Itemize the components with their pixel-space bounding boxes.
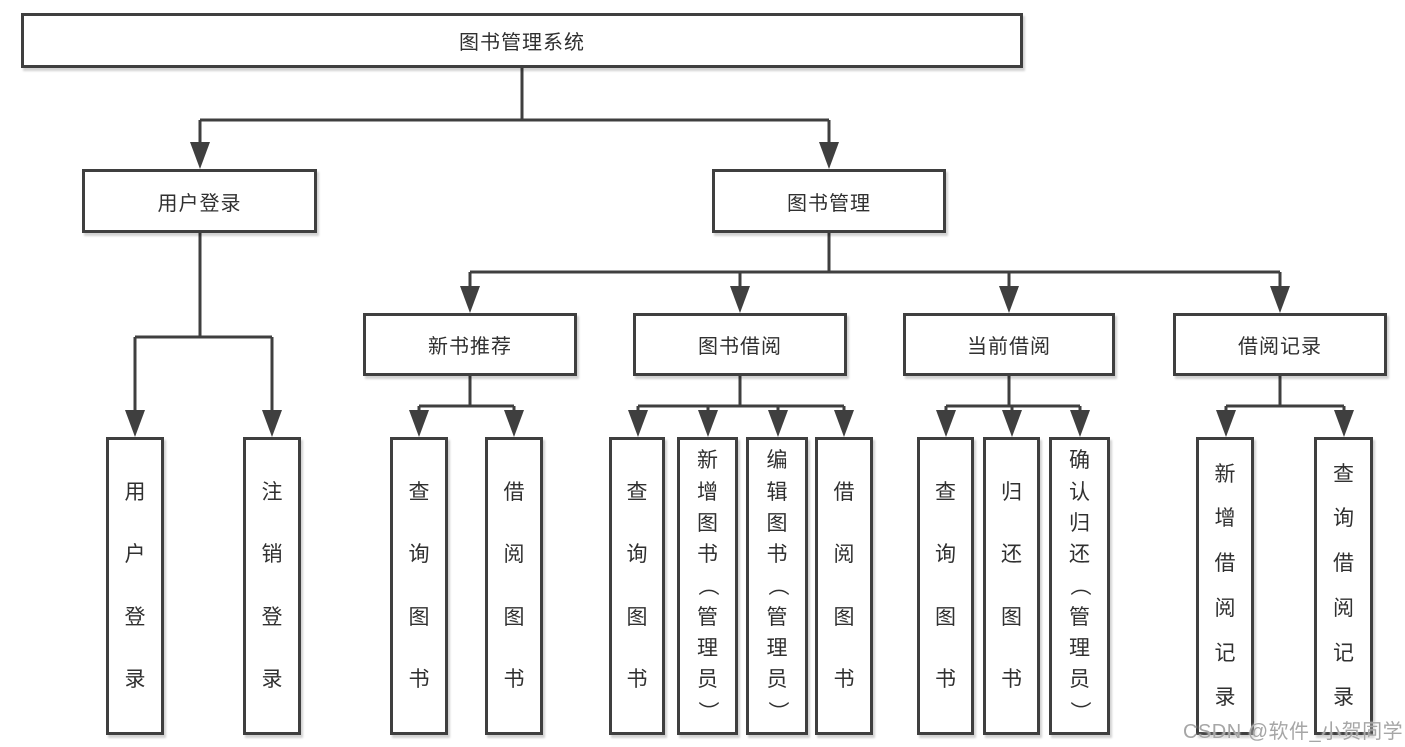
leaf-logout: 注销登录	[243, 437, 301, 735]
node-user-login-branch-label: 用户登录	[157, 192, 242, 215]
leaf-borrowing-query-books-label: 查询图书	[626, 480, 648, 692]
leaf-add-books-admin-label: 新增图书（管理员）	[696, 449, 719, 722]
node-new-book-recommend: 新书推荐	[363, 313, 577, 376]
leaf-edit-books-admin-label: 编辑图书（管理员）	[765, 449, 789, 722]
node-book-management-label: 图书管理	[787, 192, 871, 215]
leaf-current-query-books-label: 查询图书	[935, 480, 956, 692]
node-borrow-records-label: 借阅记录	[1238, 336, 1322, 358]
node-new-book-recommend-label: 新书推荐	[428, 336, 512, 358]
watermark: CSDN @软件_小贺同学	[1183, 721, 1404, 743]
leaf-edit-books-admin: 编辑图书（管理员）	[746, 437, 808, 735]
leaf-borrowing-borrow-books-label: 借阅图书	[833, 480, 855, 692]
leaf-user-login-label: 用户登录	[124, 480, 146, 692]
leaf-query-borrow-record-label: 查询借阅记录	[1333, 462, 1354, 710]
node-root: 图书管理系统	[21, 13, 1023, 68]
leaf-query-borrow-record: 查询借阅记录	[1314, 437, 1373, 735]
node-book-borrowing: 图书借阅	[633, 313, 847, 376]
node-root-label: 图书管理系统	[459, 32, 585, 54]
leaf-confirm-return-admin: 确认归还（管理员）	[1049, 437, 1110, 735]
leaf-user-login: 用户登录	[106, 437, 164, 735]
leaf-current-query-books: 查询图书	[917, 437, 974, 735]
leaf-recommend-query-books-label: 查询图书	[408, 480, 430, 692]
leaf-logout-label: 注销登录	[261, 480, 283, 692]
leaf-confirm-return-admin-label: 确认归还（管理员）	[1068, 449, 1091, 722]
node-borrow-records: 借阅记录	[1173, 313, 1387, 376]
leaf-add-borrow-record-label: 新增借阅记录	[1214, 462, 1236, 710]
leaf-return-books: 归还图书	[983, 437, 1040, 735]
leaf-borrowing-borrow-books: 借阅图书	[815, 437, 873, 735]
leaf-recommend-borrow-books-label: 借阅图书	[503, 480, 525, 692]
leaf-return-books-label: 归还图书	[1001, 480, 1022, 692]
leaf-add-borrow-record: 新增借阅记录	[1196, 437, 1254, 735]
node-current-borrowing: 当前借阅	[903, 313, 1115, 376]
leaf-recommend-query-books: 查询图书	[390, 437, 448, 735]
leaf-recommend-borrow-books: 借阅图书	[485, 437, 543, 735]
node-user-login-branch: 用户登录	[82, 169, 317, 233]
leaf-borrowing-query-books: 查询图书	[609, 437, 665, 735]
node-book-management: 图书管理	[712, 169, 946, 233]
leaf-add-books-admin: 新增图书（管理员）	[677, 437, 738, 735]
node-book-borrowing-label: 图书借阅	[698, 336, 782, 358]
node-current-borrowing-label: 当前借阅	[967, 336, 1051, 358]
